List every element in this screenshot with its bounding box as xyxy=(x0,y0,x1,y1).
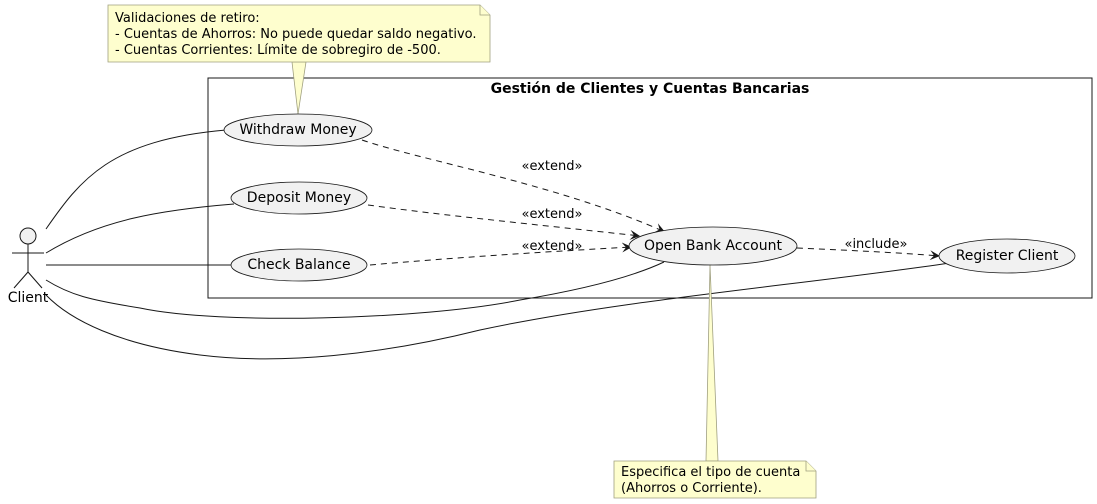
assoc-withdraw xyxy=(45,129,227,230)
extend-arrow-withdraw xyxy=(361,139,666,233)
system-title: Gestión de Clientes y Cuentas Bancarias xyxy=(491,81,810,97)
actor-label: Client xyxy=(8,290,49,306)
use-case-check-balance[interactable]: Check Balance xyxy=(230,248,368,282)
note-withdraw-line-2: - Cuentas de Ahorros: No puede quedar sa… xyxy=(115,27,477,42)
note-account-line-1: Especifica el tipo de cuenta xyxy=(621,465,800,480)
assoc-deposit xyxy=(45,203,235,254)
dependencies: «extend» «extend» «extend» «include» xyxy=(361,139,941,266)
note-withdraw-box xyxy=(107,4,491,63)
assoc-open-account xyxy=(45,261,665,319)
use-case-register-client[interactable]: Register Client xyxy=(938,238,1076,274)
use-case-check-balance-label: Check Balance xyxy=(247,257,350,273)
include-label-register: «include» xyxy=(844,237,907,252)
note-withdraw-validations: Validaciones de retiro: - Cuentas de Aho… xyxy=(107,4,491,63)
note-account-type: Especifica el tipo de cuenta (Ahorros o … xyxy=(613,460,817,499)
use-case-open-account-shape xyxy=(628,226,798,266)
note-withdraw-fold xyxy=(479,5,490,16)
use-case-withdraw[interactable]: Withdraw Money xyxy=(223,113,373,147)
use-case-withdraw-label: Withdraw Money xyxy=(239,122,356,138)
note-account-line-2: (Ahorros o Corriente). xyxy=(621,481,762,496)
include-arrow-register xyxy=(796,247,941,261)
use-case-deposit-label: Deposit Money xyxy=(247,190,351,206)
associations xyxy=(45,129,951,360)
extend-label-check-balance: «extend» xyxy=(522,239,583,254)
extend-arrow-check-balance xyxy=(369,242,633,266)
use-case-register-client-shape xyxy=(938,238,1076,274)
actor-stick-figure-icon xyxy=(12,227,44,289)
assoc-register-client xyxy=(45,262,951,360)
actor-client[interactable]: Client xyxy=(8,227,49,306)
note-account-fold xyxy=(805,461,816,472)
use-case-withdraw-shape xyxy=(223,113,373,147)
use-case-check-balance-shape xyxy=(230,248,368,282)
note-withdraw-line-3: - Cuentas Corrientes: Límite de sobregir… xyxy=(115,43,441,58)
extend-label-deposit: «extend» xyxy=(522,207,583,222)
use-case-open-account[interactable]: Open Bank Account xyxy=(628,226,798,266)
use-case-deposit[interactable]: Deposit Money xyxy=(230,181,368,215)
note-withdraw-line-1: Validaciones de retiro: xyxy=(115,11,260,26)
use-case-deposit-shape xyxy=(230,181,368,215)
use-case-register-client-label: Register Client xyxy=(956,248,1059,264)
use-case-open-account-label: Open Bank Account xyxy=(644,238,782,254)
extend-arrow-deposit xyxy=(367,204,641,240)
note-account-box xyxy=(613,460,817,499)
extend-label-withdraw: «extend» xyxy=(522,159,583,174)
